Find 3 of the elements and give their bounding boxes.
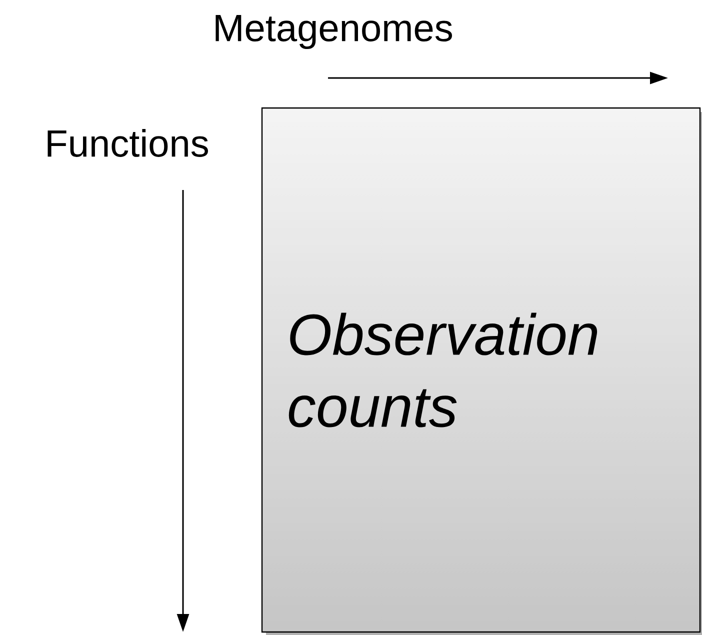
axis-label: Metagenomes — [216, 14, 452, 50]
axis-label: Functions — [48, 129, 208, 157]
matrix-box: Observation counts — [261, 107, 702, 635]
